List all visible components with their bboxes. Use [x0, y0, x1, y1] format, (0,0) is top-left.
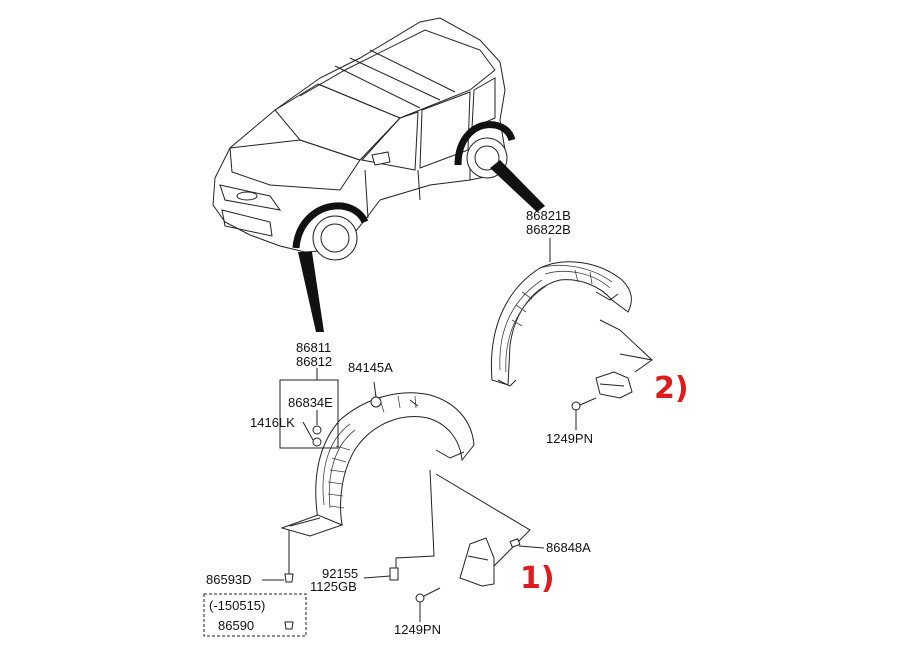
rear-wheel-liner	[490, 238, 653, 387]
front-mud-flap	[459, 537, 495, 587]
front-wheel-liner	[280, 392, 531, 574]
label-92155: 92155	[322, 566, 358, 581]
flap-clip	[509, 538, 545, 549]
label-86812: 86812	[296, 354, 332, 369]
label-86811: 86811	[296, 340, 331, 355]
label-86821B: 86821B	[526, 208, 571, 223]
label-date-range: (-150515)	[209, 598, 265, 613]
label-84145A: 84145A	[348, 360, 393, 375]
front-liner-bracket	[279, 368, 339, 449]
label-86590: 86590	[218, 618, 254, 633]
label-1125GB: 1125GB	[310, 579, 357, 594]
nut-84145A	[370, 381, 382, 408]
rear-mud-flap	[595, 371, 633, 399]
callout-front-flap: 1)	[520, 561, 555, 596]
front-screw	[415, 587, 441, 622]
bolt-92155	[363, 567, 399, 581]
label-86593D: 86593D	[206, 572, 252, 587]
label-86834E: 86834E	[288, 395, 333, 410]
screw-86593D	[262, 573, 294, 583]
clip-86590-box	[203, 593, 307, 637]
label-1249PN-front: 1249PN	[394, 622, 441, 637]
label-1416LK: 1416LK	[250, 415, 295, 430]
rear-screw	[571, 397, 597, 430]
car-illustration	[212, 17, 545, 332]
callout-rear-flap: 2)	[654, 371, 689, 406]
label-1249PN-rear: 1249PN	[546, 431, 593, 446]
label-86822B: 86822B	[526, 222, 571, 237]
label-86848A: 86848A	[546, 540, 591, 555]
